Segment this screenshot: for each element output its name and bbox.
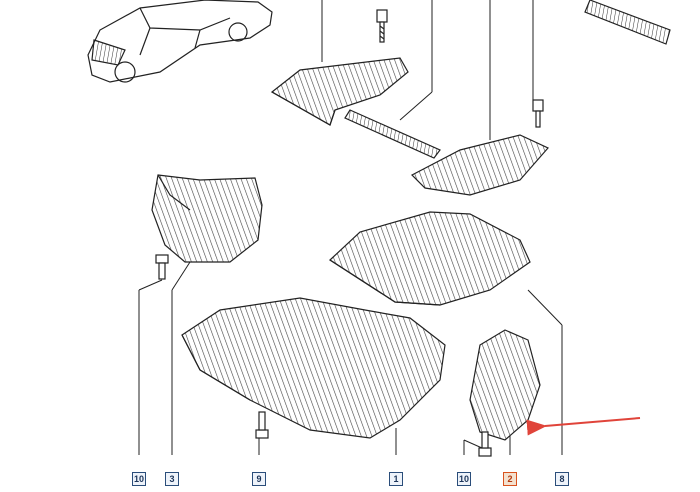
callout-3[interactable]: 3 [165, 472, 179, 486]
bolt-top [376, 9, 388, 43]
indicator-arrow [526, 417, 641, 436]
bolt-bottom-right [478, 431, 492, 457]
side-trim-strip [584, 0, 671, 45]
callout-10-left[interactable]: 10 [132, 472, 146, 486]
callout-9[interactable]: 9 [252, 472, 266, 486]
main-underbody-tray [181, 297, 446, 439]
callout-10-right[interactable]: 10 [457, 472, 471, 486]
right-wheelarch-shield [469, 329, 541, 441]
leader-lines [138, 0, 563, 455]
callout-1[interactable]: 1 [389, 472, 403, 486]
callout-8[interactable]: 8 [555, 472, 569, 486]
bolt-right [532, 99, 544, 128]
callout-2-highlighted[interactable]: 2 [503, 472, 517, 486]
left-wheelarch-shield [151, 174, 263, 263]
bolt-left [155, 254, 169, 280]
engine-undertray [329, 211, 531, 306]
right-bracket-plate [410, 134, 549, 196]
bolt-bottom-center [255, 411, 269, 439]
reinforcement-strip [344, 109, 441, 159]
car-outline [87, 0, 273, 83]
upper-bracket-plate [270, 57, 409, 126]
